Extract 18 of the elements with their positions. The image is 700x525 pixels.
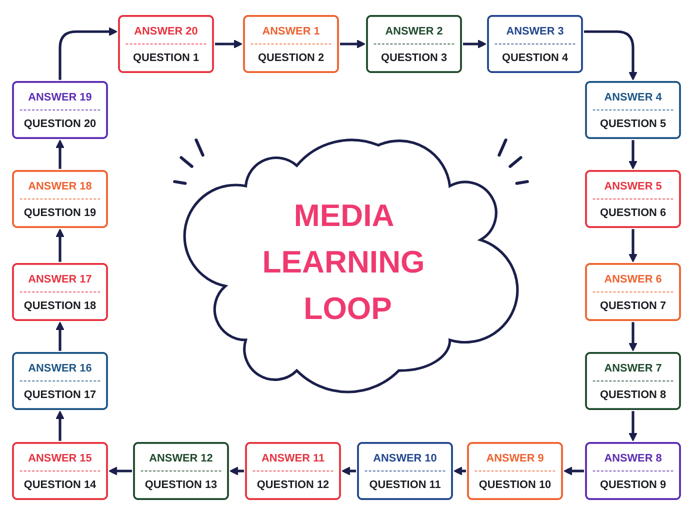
arrow — [628, 322, 638, 352]
arrow — [56, 228, 64, 262]
arrow — [230, 466, 244, 476]
arrow — [342, 466, 356, 476]
arrow — [56, 322, 64, 351]
arrow — [454, 466, 466, 476]
arrow — [56, 410, 64, 441]
arrow — [564, 466, 584, 476]
arrow — [584, 30, 638, 80]
arrow — [628, 140, 638, 170]
arrow — [628, 229, 638, 262]
arrow — [340, 40, 366, 48]
arrow — [58, 27, 118, 80]
arrow — [215, 40, 242, 48]
arrow — [463, 40, 486, 48]
arrow — [56, 140, 64, 169]
arrow — [108, 466, 132, 476]
arrow — [628, 411, 638, 442]
